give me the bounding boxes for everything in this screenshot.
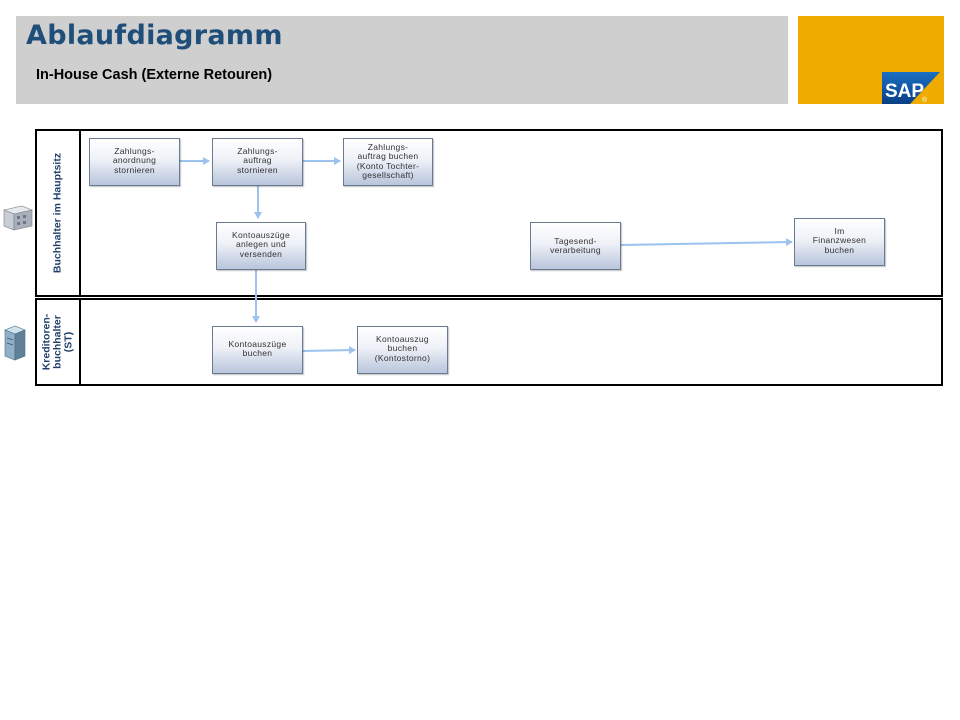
process-box-label: Zahlungs- auftrag stornieren	[237, 146, 278, 175]
header-banner: Ablaufdiagramm In-House Cash (Externe Re…	[16, 16, 788, 104]
process-box-label: Kontoauszüge buchen	[228, 339, 287, 359]
sap-logo: SAP ®	[882, 72, 940, 104]
building-icon	[2, 205, 34, 231]
brand-panel: SAP ®	[798, 16, 944, 104]
process-box-label: Tagesend- verarbeitung	[550, 236, 601, 256]
process-box-end-of-day[interactable]: Tagesend- verarbeitung	[530, 222, 621, 270]
lane-label-column: Kreditoren- buchhalter (ST)	[37, 300, 81, 384]
process-box-label: Zahlungs- auftrag buchen (Konto Tochter-…	[356, 142, 420, 181]
sap-logo-text: SAP	[885, 81, 924, 102]
process-box-post-in-financials[interactable]: Im Finanzwesen buchen	[794, 218, 885, 266]
sap-registered-mark: ®	[922, 96, 928, 104]
page-title: Ablaufdiagramm	[26, 20, 283, 51]
connector-arrow	[620, 238, 793, 247]
process-box-cancel-payment-order[interactable]: Zahlungs- anordnung stornieren	[89, 138, 180, 186]
connector-arrow	[302, 346, 356, 355]
process-box-create-statements[interactable]: Kontoauszüge anlegen und versenden	[216, 222, 306, 270]
process-box-post-payment-request[interactable]: Zahlungs- auftrag buchen (Konto Tochter-…	[343, 138, 433, 186]
process-box-cancel-payment-request[interactable]: Zahlungs- auftrag stornieren	[212, 138, 303, 186]
swimlane-ap-accountant: Kreditoren- buchhalter (ST)	[35, 298, 943, 386]
process-box-label: Kontoauszug buchen (Kontostorno)	[374, 334, 431, 363]
process-box-label: Kontoauszüge anlegen und versenden	[232, 230, 290, 259]
process-box-label: Im Finanzwesen buchen	[812, 226, 867, 255]
swimlane-accountant-hq: Buchhalter im Hauptsitz	[35, 129, 943, 297]
server-tower-icon	[4, 325, 26, 361]
process-box-post-statements[interactable]: Kontoauszüge buchen	[212, 326, 303, 374]
process-box-post-statement-reversal[interactable]: Kontoauszug buchen (Kontostorno)	[357, 326, 448, 374]
lane-label-column: Buchhalter im Hauptsitz	[37, 131, 81, 295]
process-box-label: Zahlungs- anordnung stornieren	[112, 146, 157, 175]
page-subtitle: In-House Cash (Externe Retouren)	[36, 67, 273, 83]
